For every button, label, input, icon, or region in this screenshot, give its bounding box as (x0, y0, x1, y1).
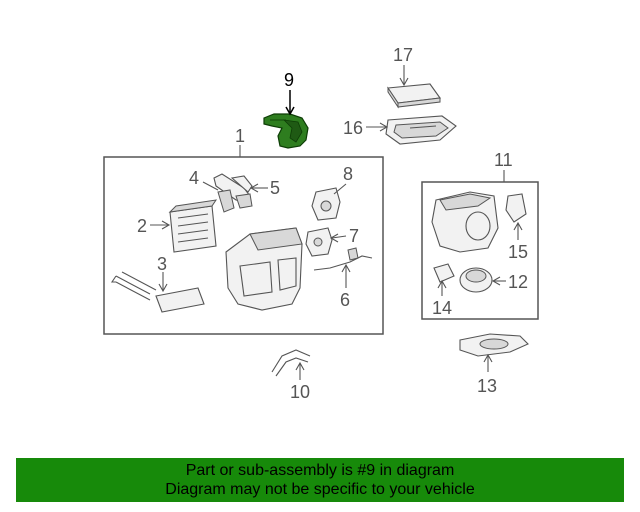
part-2-evaporator[interactable] (168, 199, 218, 253)
assembly-box-11 (421, 181, 539, 320)
part-17-filter[interactable] (387, 83, 441, 109)
part-8-actuator[interactable] (311, 187, 341, 221)
callout-2[interactable]: 2 (137, 216, 147, 236)
callout-14[interactable]: 14 (432, 298, 452, 318)
lead-7 (331, 235, 347, 239)
callout-1[interactable]: 1 (235, 126, 245, 146)
callout-15[interactable]: 15 (508, 242, 528, 262)
part-15-actuator[interactable] (505, 193, 527, 223)
callout-7[interactable]: 7 (349, 226, 359, 246)
part-14-resistor[interactable] (433, 263, 455, 283)
heater-case (225, 227, 303, 311)
callout-5[interactable]: 5 (270, 178, 280, 198)
callout-10[interactable]: 10 (290, 382, 310, 402)
part-5-pipe[interactable] (230, 175, 253, 209)
part-10-hose[interactable] (271, 349, 311, 377)
callout-13[interactable]: 13 (477, 376, 497, 396)
blower-case (431, 191, 499, 253)
info-banner: Part or sub-assembly is #9 in diagram Di… (16, 458, 624, 502)
callout-8[interactable]: 8 (343, 164, 353, 184)
banner-line-2: Diagram may not be specific to your vehi… (165, 481, 475, 498)
part-3-heater-core[interactable] (110, 271, 205, 313)
callout-3[interactable]: 3 (157, 254, 167, 274)
assembly-box-1 (103, 156, 384, 335)
callout-16[interactable]: 16 (343, 118, 363, 138)
callout-11[interactable]: 11 (494, 150, 513, 170)
callout-4[interactable]: 4 (189, 168, 199, 188)
callout-6[interactable]: 6 (340, 290, 350, 310)
lead-8 (333, 183, 347, 195)
callout-12[interactable]: 12 (508, 272, 528, 292)
part-6-sensor[interactable] (313, 247, 373, 271)
part-12-blower-motor[interactable] (459, 267, 493, 293)
part-9-highlighted[interactable] (263, 113, 309, 149)
callout-9[interactable]: 9 (284, 70, 294, 90)
part-7-actuator[interactable] (305, 227, 333, 257)
lead-4 (202, 181, 219, 191)
banner-line-1: Part or sub-assembly is #9 in diagram (185, 462, 455, 479)
part-16-filter-cover[interactable] (385, 115, 457, 145)
part-13-cover[interactable] (459, 333, 529, 357)
callout-17[interactable]: 17 (393, 45, 413, 65)
